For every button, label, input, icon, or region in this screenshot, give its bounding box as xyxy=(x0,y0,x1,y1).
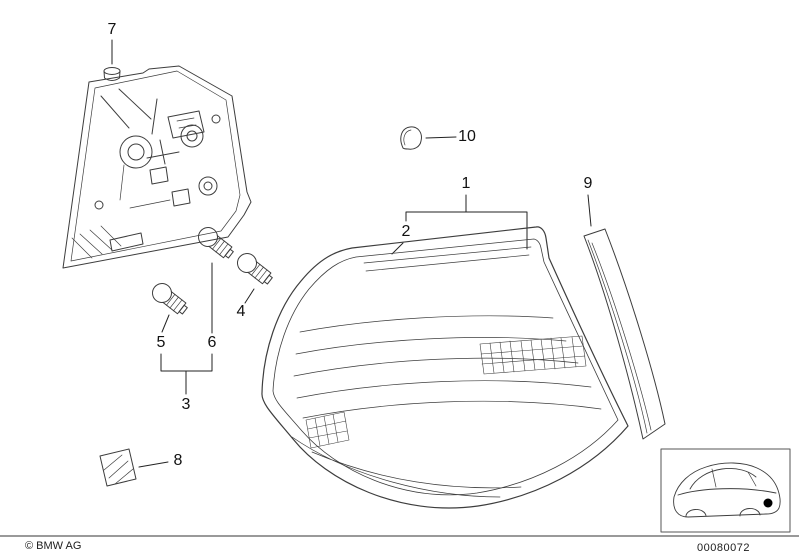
leader-10 xyxy=(425,136,457,139)
leader-bracket-3 xyxy=(160,353,213,395)
callout-1[interactable]: 1 xyxy=(461,175,471,192)
callout-9[interactable]: 9 xyxy=(583,175,593,192)
cap-part-10 xyxy=(400,126,422,150)
leader-4 xyxy=(244,288,255,304)
callout-8[interactable]: 8 xyxy=(173,452,183,469)
callout-10[interactable]: 10 xyxy=(458,128,476,145)
lens-grid-pattern xyxy=(305,335,587,449)
leader-8 xyxy=(138,461,169,468)
bulb-part-4 xyxy=(237,253,273,285)
car-icon xyxy=(673,462,781,518)
copyright-text: © BMW AG xyxy=(25,540,82,552)
callout-5[interactable]: 5 xyxy=(156,334,166,351)
callout-6[interactable]: 6 xyxy=(207,334,217,351)
callout-4[interactable]: 4 xyxy=(236,303,246,320)
rear-light-location-dot xyxy=(763,498,773,508)
leader-2 xyxy=(391,242,404,255)
leader-9 xyxy=(587,194,592,227)
leader-lines xyxy=(111,39,592,468)
callout-2[interactable]: 2 xyxy=(401,223,411,240)
drawing-number: 00080072 xyxy=(697,542,750,554)
corner-trim-part-9 xyxy=(583,228,666,440)
bulb-part-5 xyxy=(152,283,188,315)
location-thumbnail xyxy=(660,448,791,533)
callout-3[interactable]: 3 xyxy=(181,396,191,413)
callout-7[interactable]: 7 xyxy=(107,21,117,38)
leader-bracket-1 xyxy=(405,194,528,250)
bulb-carrier-housing xyxy=(62,65,252,269)
bulb-part-6 xyxy=(198,227,234,259)
foil-part-8 xyxy=(99,448,137,487)
leader-5 xyxy=(161,314,170,333)
tail-lamp-part-1 xyxy=(261,226,629,509)
